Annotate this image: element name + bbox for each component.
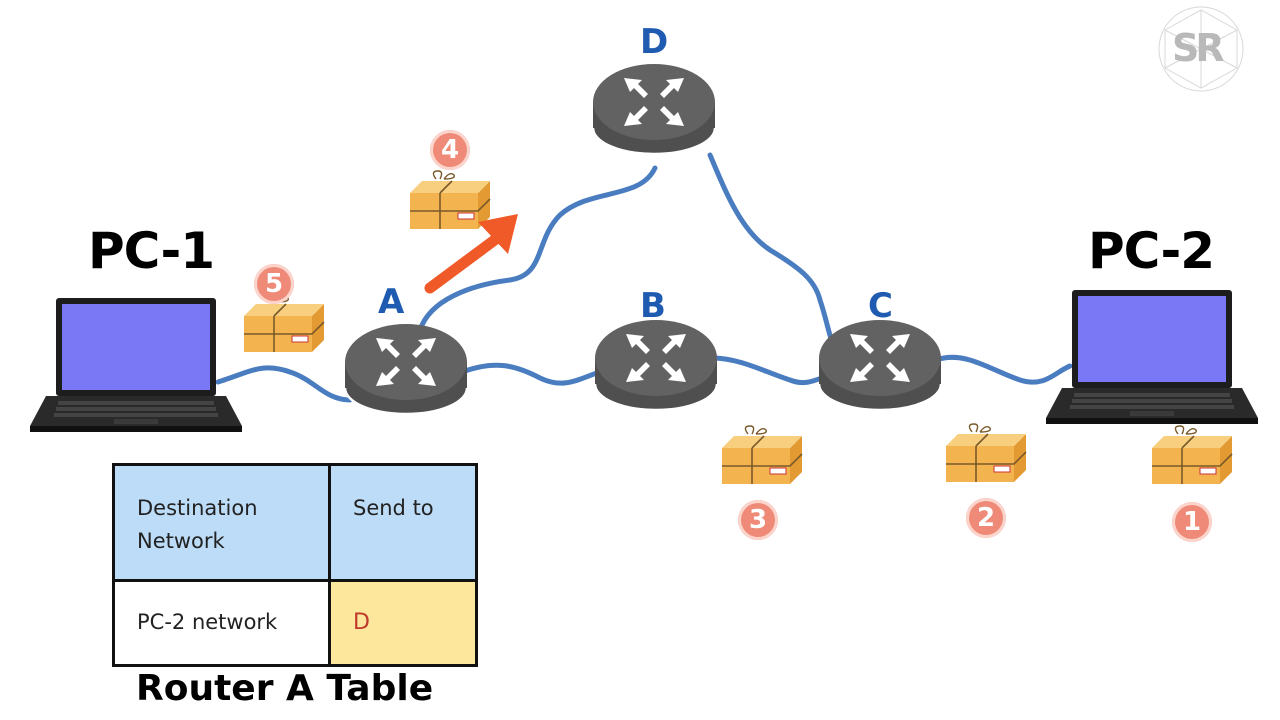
row-destination: PC-2 network [115,582,331,664]
package-5 [243,293,325,353]
cable-a-d [417,165,658,333]
header-sendto: Send to [331,466,475,582]
pc1-label: PC-1 [88,222,215,280]
router-a [343,322,469,416]
cable-a-b [459,362,603,386]
header-destination: Destination Network [115,466,331,582]
laptop-pc2 [1046,290,1258,424]
forward-arrow [424,214,518,294]
router-d-label: D [640,22,669,62]
pc2-label: PC-2 [1088,222,1215,280]
cables [215,152,1073,403]
step-badge-2: 2 [966,498,1006,538]
package-4 [409,170,491,230]
step-badge-1: 1 [1172,502,1212,542]
row-sendto: D [331,582,475,664]
cable-b-c [709,355,825,386]
router-d [591,62,717,156]
router-a-label: A [378,282,405,322]
package-3 [721,425,803,485]
cable-pc1-a [215,365,353,403]
package-2 [945,423,1027,483]
step-badge-5: 5 [254,264,294,304]
logo-mark [1158,6,1244,92]
package-1 [1151,425,1233,485]
router-c [817,318,943,412]
routing-table: Destination Network Send to PC-2 network… [112,463,478,667]
router-b [593,318,719,412]
router-b-label: B [640,286,666,326]
logo: SR [1172,26,1225,70]
router-c-label: C [868,286,893,326]
laptop-pc1 [30,298,242,432]
step-badge-4: 4 [430,130,470,170]
step-badge-3: 3 [738,500,778,540]
cable-c-pc2 [933,354,1073,385]
table-caption: Router A Table [136,668,434,709]
cable-d-c [707,152,835,345]
